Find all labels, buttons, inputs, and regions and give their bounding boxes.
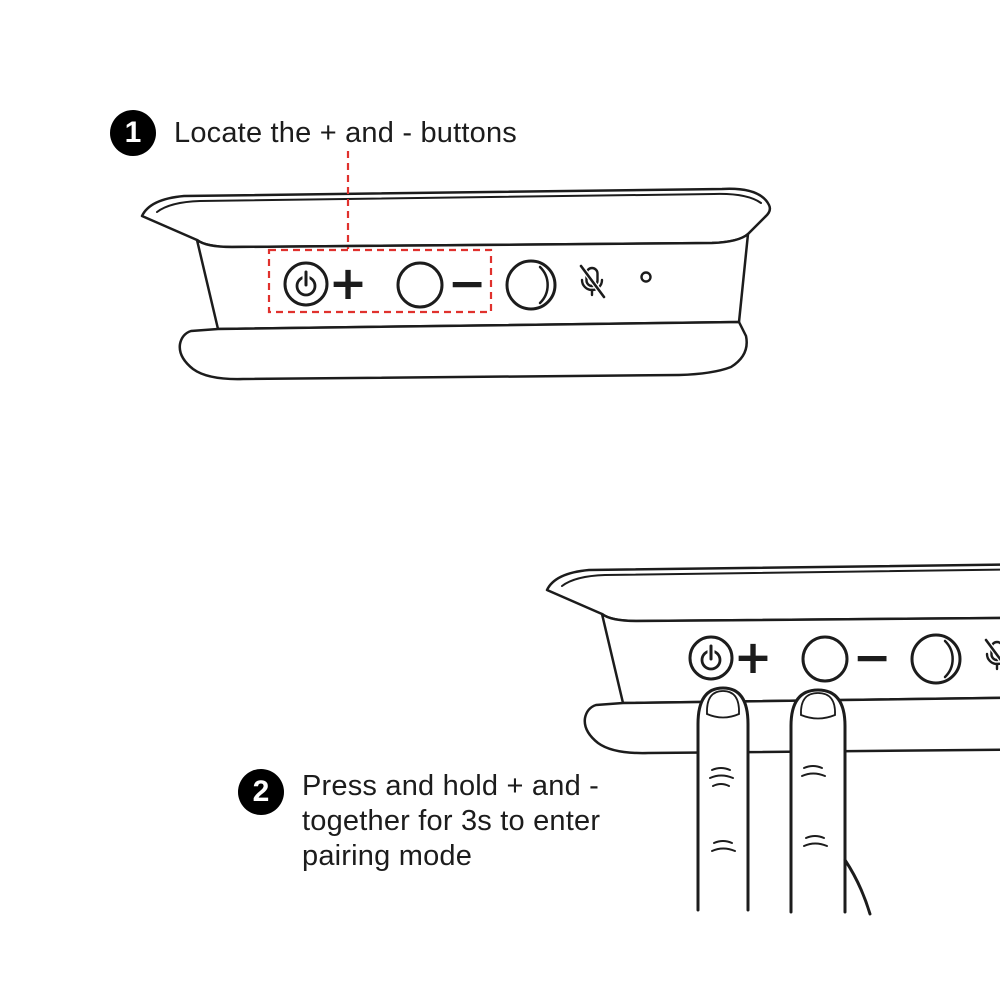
step-2-number: 2 <box>252 775 270 808</box>
finger-right <box>789 688 872 916</box>
knuckle-creases-left <box>709 767 736 852</box>
step-2-line-1: Press and hold + and - <box>302 770 600 802</box>
hand-edge-line <box>843 858 872 916</box>
step-2-line-2: together for 3s to enter <box>302 805 601 837</box>
step-2-line-3: pairing mode <box>302 840 473 872</box>
step-2-badge: 2 <box>238 769 284 815</box>
step-2-text: Press and hold + and - together for 3s t… <box>302 769 600 874</box>
device-illustration-1 <box>142 189 770 379</box>
device-illustration-2 <box>547 563 1000 753</box>
fingernail-right <box>800 692 836 716</box>
finger-left <box>696 686 750 912</box>
buttons-callout <box>267 151 493 314</box>
step-1-line-1: Locate the + and - buttons <box>174 117 517 149</box>
fingernail-left <box>706 690 740 715</box>
step-1-text: Locate the + and - buttons <box>174 115 517 151</box>
step-1: 1 Locate the + and - buttons <box>110 110 517 156</box>
pressing-fingers <box>696 686 872 916</box>
step-1-badge: 1 <box>110 110 156 156</box>
step-1-number: 1 <box>124 116 142 149</box>
step-2: 2 Press and hold + and - together for 3s… <box>238 769 600 874</box>
knuckle-creases-right <box>801 765 828 847</box>
callout-rectangle <box>267 248 493 314</box>
